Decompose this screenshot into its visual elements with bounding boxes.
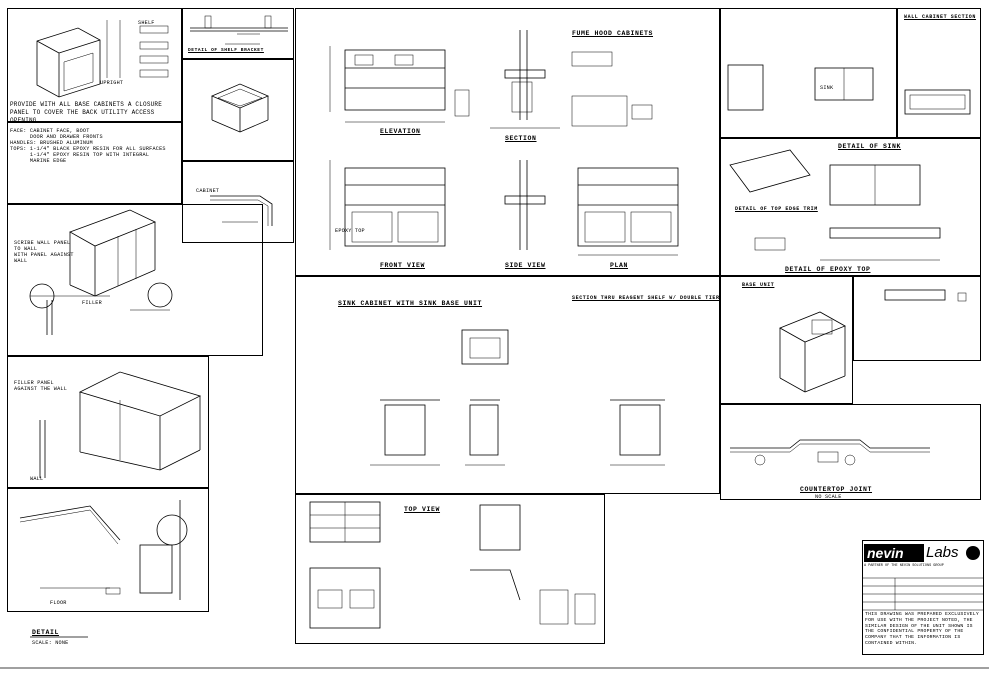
reagent-shelf-title: SECTION THRU REAGENT SHELF W/ DOUBLE TIE… (572, 295, 720, 301)
top-detail-title: DETAIL OF EPOXY TOP (785, 266, 871, 273)
panel-fume-hood (295, 8, 720, 276)
section-title: SECTION (505, 135, 537, 142)
fume-hood-elevation-drawing (329, 30, 679, 256)
logo-right-text: Labs (926, 544, 959, 561)
panel-bracket-iso (182, 59, 294, 161)
base-cabinet-note: PROVIDE WITH ALL BASE CABINETS A CLOSURE… (10, 101, 166, 124)
panel-top-right-1 (720, 8, 897, 138)
logo-left-text: nevin (867, 545, 904, 561)
base-unit-title: BASE UNIT (742, 282, 775, 288)
panel-utilities (295, 494, 605, 644)
shelf-detail-drawing (190, 15, 288, 45)
panel-cabinet-iso (7, 8, 182, 122)
label-filler: FILLER (82, 300, 102, 306)
panel-corner-detail (182, 161, 294, 243)
utility-drawing (309, 501, 596, 629)
panel-notes (7, 122, 182, 204)
top-view-title: TOP VIEW (404, 506, 441, 513)
top-edge-drawing (729, 149, 941, 261)
corner-detail-drawing (210, 195, 273, 226)
label-epoxy-top: EPOXY TOP (335, 228, 365, 234)
panel-sink (295, 276, 720, 494)
scribe-note: SCRIBE WALL PANEL TO WALL WITH PANEL AGA… (14, 240, 74, 264)
panel-plumbing (720, 404, 981, 500)
panel-top-edge (720, 138, 981, 276)
filler-cabinet-drawing (39, 371, 202, 478)
detail-edge-title: DETAIL OF TOP EDGE TRIM (735, 206, 818, 212)
detail-scale: SCALE: NONE (32, 640, 69, 646)
logo-arrow-icon (966, 546, 980, 560)
sink-iso-drawing (779, 311, 846, 393)
base-cabinet-iso-drawing (36, 20, 169, 98)
detail-label: DETAIL (32, 629, 60, 636)
fume-hood-title: FUME HOOD CABINETS (572, 30, 654, 37)
wall-shelf-drawing (19, 500, 188, 600)
wall-cabinet-title: WALL CABINET SECTION (904, 14, 977, 20)
scribe-cabinet-drawing (29, 209, 173, 335)
panel-sink-iso (720, 276, 853, 404)
elevation-title: ELEVATION (380, 128, 421, 135)
finish-list: FACE: CABINET FACE, BOOT DOOR AND DRAWER… (10, 128, 166, 164)
title-block-lines (862, 577, 984, 611)
no-scale: NO SCALE (815, 494, 842, 500)
bracket-iso-drawing (210, 83, 270, 133)
plumbing-drawing (730, 439, 930, 466)
front-view-title: FRONT VIEW (380, 262, 426, 269)
panel-title-block (862, 540, 984, 655)
sink-section-drawing (370, 329, 665, 466)
label-floor: FLOOR (50, 600, 67, 606)
label-cabinet: CABINET (196, 188, 220, 194)
logo-tagline: A PARTNER OF THE NEVIN SOLUTIONS GROUP (864, 564, 944, 568)
panel-filler (7, 356, 209, 488)
panel-wall-shelf (7, 488, 209, 612)
panel-top-right-2 (897, 8, 981, 138)
panel-shelf-detail (182, 8, 294, 59)
side-view-title: SIDE VIEW (505, 262, 546, 269)
label-wall: WALL (30, 476, 44, 482)
panel-joint (853, 276, 981, 361)
sink-cabinet-title: SINK CABINET WITH SINK BASE UNIT (338, 300, 483, 307)
joint-drawing (884, 289, 967, 302)
company-logo: nevin Labs A PARTNER OF THE NEVIN SOLUTI… (864, 544, 982, 572)
panel-scribe (7, 204, 263, 356)
top-right-drawing (727, 64, 971, 115)
title-block-notice: THIS DRAWING WAS PREPARED EXCLUSIVELY FO… (865, 612, 983, 646)
label-shelf: SHELF (138, 20, 155, 26)
shelf-bracket-title: DETAIL OF SHELF BRACKET (188, 48, 264, 53)
label-sink: SINK (820, 85, 834, 91)
countertop-title: COUNTERTOP JOINT (800, 486, 873, 493)
filler-note: FILLER PANEL AGAINST THE WALL (14, 380, 68, 392)
plan-title: PLAN (610, 262, 629, 269)
sink-detail-title: DETAIL OF SINK (838, 143, 902, 150)
label-upright: UPRIGHT (100, 80, 124, 86)
